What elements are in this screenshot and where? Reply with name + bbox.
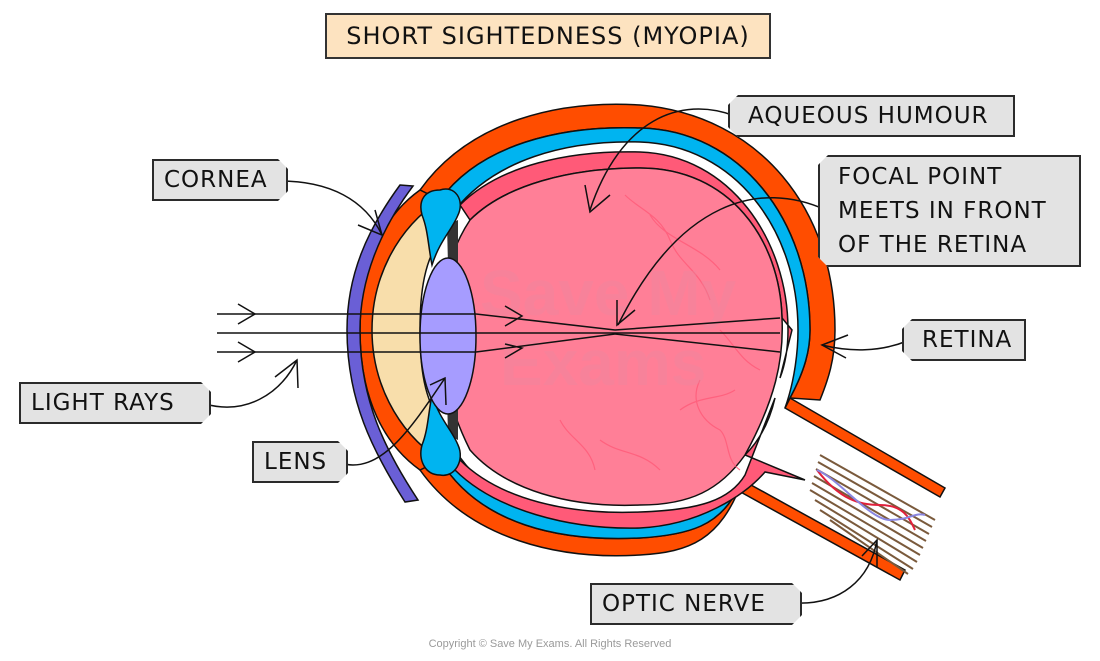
label-lens: LENS (252, 441, 348, 483)
label-cornea: CORNEA (152, 159, 288, 201)
retina-leader (821, 340, 908, 351)
focal-point-line-3: OF THE RETINA (838, 232, 1028, 258)
blood-vessels (559, 194, 761, 471)
aqueous-leader (589, 108, 736, 211)
optic-nerve (736, 396, 947, 582)
nerve-fibres (809, 454, 936, 575)
lens-leader (339, 377, 446, 466)
focal-point-line-1: FOCAL POINT (838, 164, 1003, 190)
label-optic-nerve: OPTIC NERVE (590, 583, 802, 625)
label-aqueous-humour: AQUEOUS HUMOUR (728, 95, 1015, 137)
diagram-title: SHORT SIGHTEDNESS (MYOPIA) (325, 13, 771, 59)
light-rays (217, 303, 781, 363)
lens (419, 257, 477, 415)
ciliary-muscle-top (420, 188, 461, 268)
label-retina: RETINA (902, 319, 1026, 361)
light-rays-leader (204, 359, 298, 408)
copyright-notice: Copyright © Save My Exams. All Rights Re… (428, 638, 672, 650)
focal-leader (617, 197, 827, 326)
focal-point-line-2: MEETS IN FRONT (838, 198, 1047, 224)
label-focal-point: FOCAL POINT MEETS IN FRONT OF THE RETINA (818, 155, 1081, 267)
optic-nerve-leader (794, 539, 878, 604)
watermark: Save My (480, 257, 737, 329)
label-light-rays: LIGHT RAYS (19, 382, 211, 424)
choroid (438, 126, 811, 409)
watermark-2: Exams (500, 327, 706, 399)
cornea-leader (279, 180, 383, 236)
cornea (346, 184, 420, 503)
leader-lines (204, 108, 908, 604)
